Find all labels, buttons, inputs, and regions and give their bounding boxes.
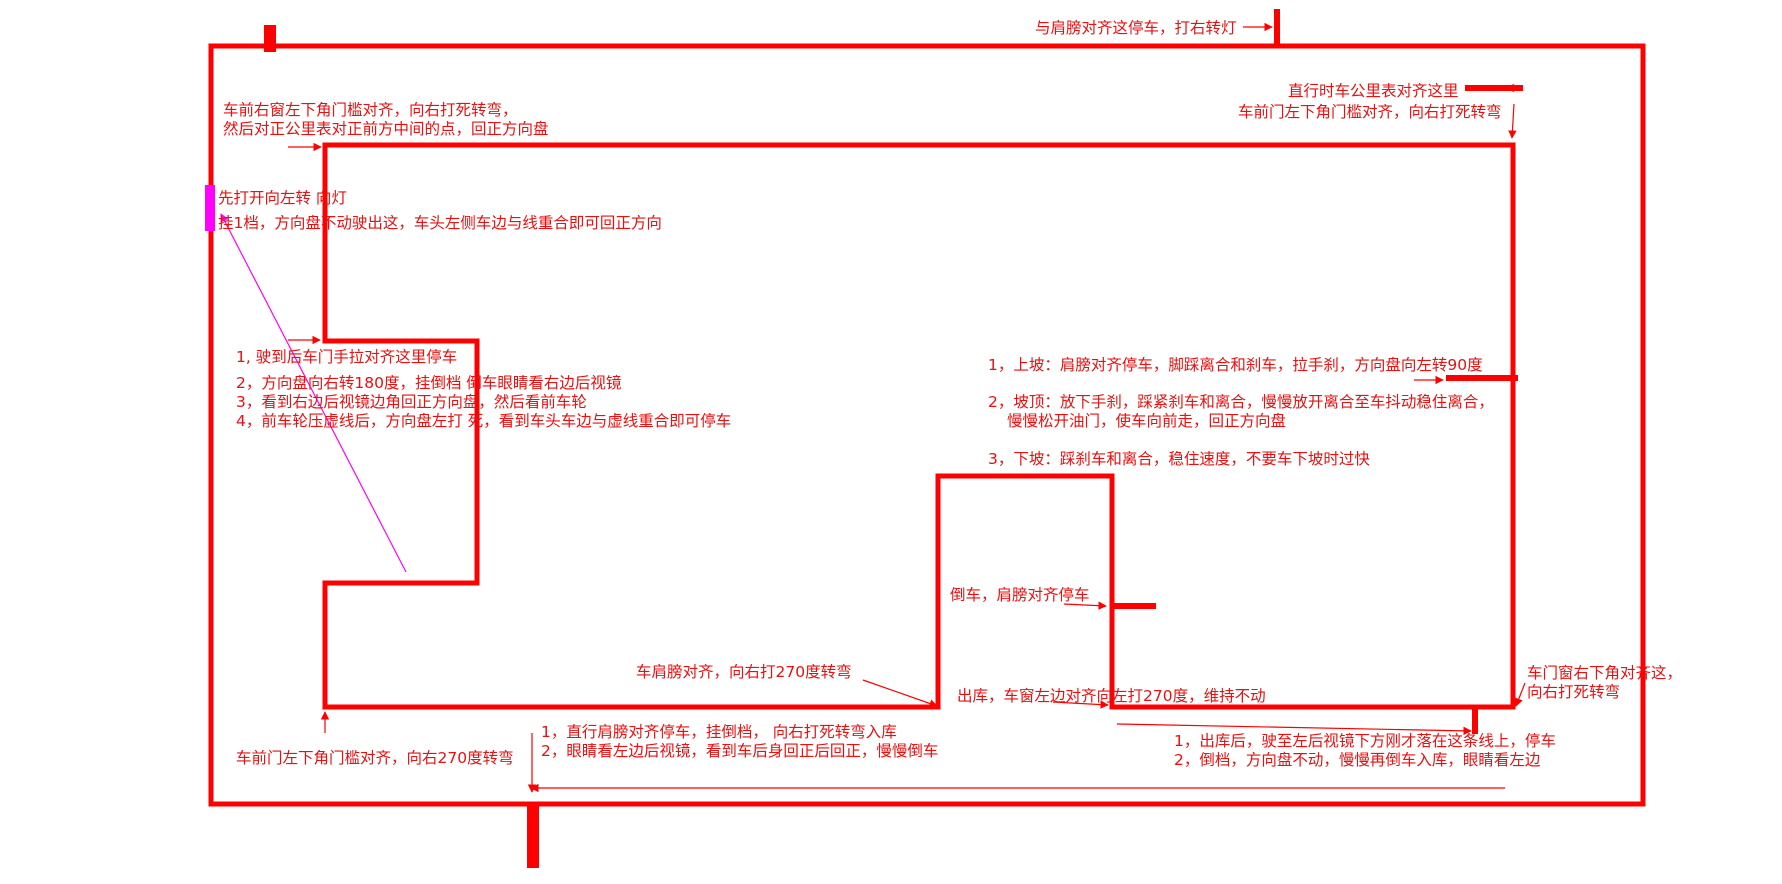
top-turn-tick	[1274, 9, 1280, 48]
label-slope-3: 3，下坡：踩刹车和离合，稳住速度，不要车下坡时过快	[988, 450, 1370, 468]
label-bottom-left-door: 车前门左下角门槛对齐，向右270度转弯	[236, 749, 514, 767]
label-top-left-line2: 然后对正公里表对正前方中间的点，回正方向盘	[223, 119, 549, 138]
arrow-exit-mirror-line	[1116, 723, 1472, 736]
label-reverse-in-2: 2，眼睛看左边后视镜，看到车后身回正后回正，慢慢倒车	[541, 741, 938, 760]
arrow-door-window	[1514, 682, 1526, 707]
label-door-window-1: 车门窗右下角对齐这，	[1527, 664, 1682, 682]
label-exit-window: 出库，车窗左边对齐向左打270度，维持不动	[957, 687, 1266, 705]
arrow-top-right-door	[1508, 103, 1517, 139]
label-top-left-line1: 车前右窗左下角门槛对齐，向右打死转弯，	[223, 101, 518, 119]
label-top-right-door: 车前门左下角门槛对齐，向右打死转弯	[1238, 103, 1502, 121]
label-top-turn-signal: 与肩膀对齐这停车，打右转灯	[1035, 19, 1237, 37]
label-side-park-3: 3，看到右边后视镜边角回正方向盘，然后看前车轮	[236, 392, 587, 411]
label-exit-mirror-2: 2，倒档，方向盘不动，慢慢再倒车入库，眼睛看左边	[1174, 750, 1541, 769]
label-reverse-in-1: 1，直行肩膀对齐停车，挂倒档， 向右打死转弯入库	[541, 723, 897, 741]
label-slope-1: 1，上坡：肩膀对齐停车，脚踩离合和刹车，拉手刹，方向盘向左转90度	[988, 355, 1483, 374]
start-marker	[205, 185, 215, 231]
inner-track-path	[322, 142, 1516, 710]
label-start-line1: 先打开向左转 向灯	[218, 189, 347, 207]
outer-boundary	[208, 43, 1646, 807]
bottom-gate-tick	[527, 804, 539, 868]
label-slope-2b: 慢慢松开油门，使车向前走，回正方向盘	[1007, 411, 1286, 430]
arrow-exit-window	[1052, 700, 1109, 709]
slope-stop-tick	[1446, 375, 1518, 381]
label-start-line2: 挂1档，方向盘不动驶出这，车头左侧车边与线重合即可回正方向	[218, 213, 662, 232]
arrow-reverse-shoulder	[1063, 601, 1107, 610]
arrow-start-pointer	[220, 213, 407, 573]
reverse-shoulder-tick	[1112, 603, 1156, 609]
label-slope-2a: 2，坡顶：放下手刹，踩紧刹车和离合，慢慢放开离合至车抖动稳住离合，	[988, 393, 1494, 411]
arrow-shoulder-270	[862, 679, 938, 708]
label-side-park-1: 1, 驶到后车门手拉对齐这里停车	[236, 348, 457, 366]
label-exit-mirror-1: 1，出库后，驶至左后视镜下方刚才落在这条线上，停车	[1174, 731, 1556, 750]
label-shoulder-270: 车肩膀对齐，向右打270度转弯	[636, 663, 852, 681]
exit-mirror-tick	[1472, 707, 1478, 734]
label-door-window-2: 向右打死转弯	[1527, 683, 1620, 701]
label-odometer-align: 直行时车公里表对齐这里	[1288, 82, 1459, 100]
label-side-park-4: 4，前车轮压虚线后，方向盘左打 死，看到车头车边与虚线重合即可停车	[236, 411, 731, 430]
label-reverse-shoulder: 倒车，肩膀对齐停车	[950, 586, 1090, 604]
top-left-tick	[264, 25, 276, 52]
label-side-park-2: 2，方向盘向右转180度，挂倒档 倒车眼睛看右边后视镜	[236, 373, 621, 392]
